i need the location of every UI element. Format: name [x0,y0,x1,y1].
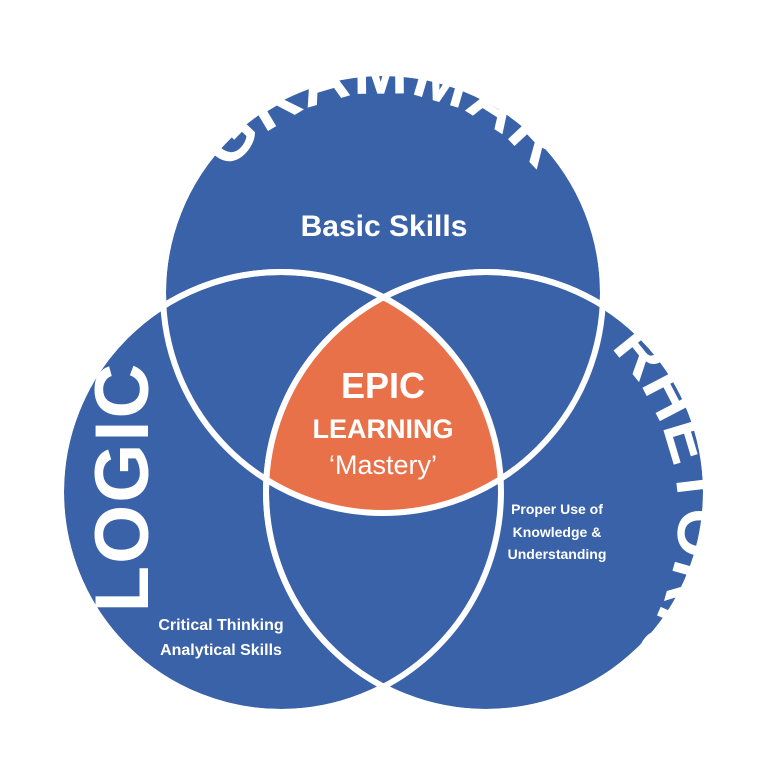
center-label-epic: EPIC [341,365,425,406]
grammar-subtitle: Basic Skills [301,210,468,243]
rhetoric-subtitle-line2: Knowledge & [513,524,602,540]
logic-title: LOGIC [80,362,165,613]
rhetoric-subtitle-line3: Understanding [508,546,607,562]
logic-subtitle-line1: Critical Thinking [158,617,283,634]
center-label-learning: LEARNING [313,414,454,444]
logic-outline [58,269,504,715]
rhetoric-subtitle-line1: Proper Use of [511,501,603,517]
grammar-outline [160,70,606,516]
logic-subtitle-line2: Analytical Skills [160,642,282,659]
center-label-mastery: ‘Mastery’ [329,450,437,480]
rhetoric-outline [263,269,709,715]
